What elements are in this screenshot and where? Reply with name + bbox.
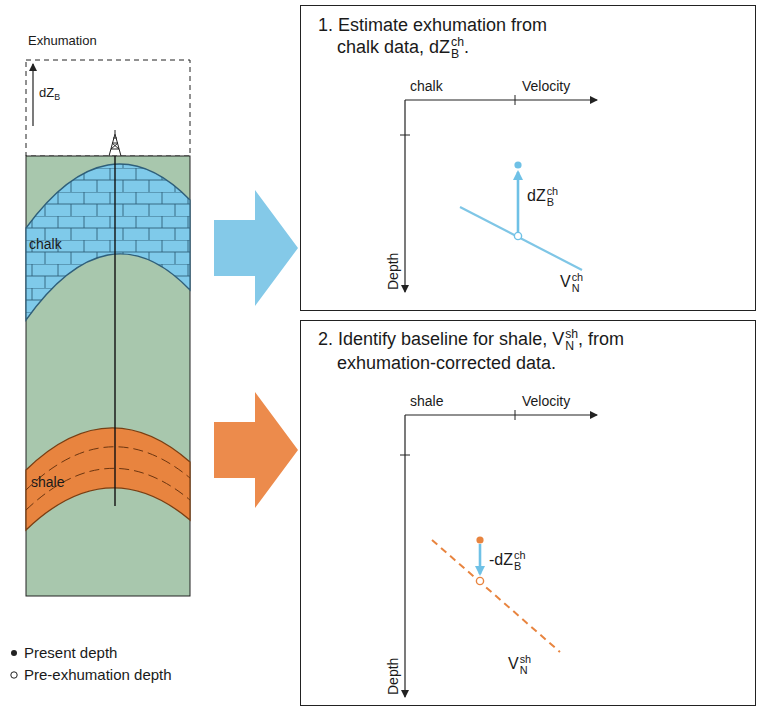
symbol-indices: chB [547,186,559,208]
label-group: Exhumation [28,34,97,49]
line-shape [115,130,116,134]
rect-shape [26,140,190,330]
plot-label: chalk [29,236,62,252]
line-shape [479,544,482,574]
label-group: dZB [39,86,60,102]
axis-label: Depth [385,253,401,290]
line-shape [460,207,582,270]
line-shape [404,100,405,292]
cross-section [26,60,190,596]
path-shape [111,143,119,149]
symbol: V [560,273,571,290]
title-text: . [464,37,469,57]
plot-label: shale [410,393,443,409]
step-panel: 2. Identify baseline for shale, VshN, fr… [300,320,756,706]
subscript: B [514,561,526,572]
symbol-indices: chB [451,36,464,60]
circle-shape [476,577,483,584]
superscript: ch [547,186,559,197]
path-shape [26,468,190,510]
plot-label: Velocity [522,78,570,94]
panel-title: 2. Identify baseline for shale, VshN, fr… [318,328,682,374]
legend-markers [11,650,17,678]
label-group: Velocity [522,393,570,409]
title-text: 1. Estimate exhumation from chalk data, … [318,15,547,57]
step-panel: 1. Estimate exhumation from chalk data, … [300,5,756,311]
symbol: V [508,655,519,672]
superscript: sh [565,328,578,340]
subscript: B [54,92,60,102]
plot-label: Velocity [522,393,570,409]
label-group: chalk [410,78,443,94]
title-text: 2. Identify baseline for shale, V [318,329,564,349]
circle-shape [514,161,521,168]
g-shape [26,447,190,510]
panel-title: 1. Estimate exhumation from chalk data, … [318,14,569,60]
flow-arrow [214,190,298,306]
path-shape [26,428,190,530]
subscript: N [565,340,578,352]
symbol: dZ [39,85,54,100]
label-group: Velocity [522,78,570,94]
plot-label: Exhumation [28,33,97,48]
superscript: ch [572,272,584,283]
label-group: -dZchB [489,550,526,572]
label-group: shale [410,393,443,409]
path-shape [111,138,119,149]
line-shape [515,410,516,420]
plot-label: chalk [410,78,443,94]
superscript: ch [514,550,526,561]
subscript: N [520,665,532,676]
label-group: Depth [385,253,401,290]
symbol-indices: chB [514,550,526,572]
axis-label: Depth [385,658,401,695]
subscript: B [547,197,559,208]
symbol-indices: shN [520,654,532,676]
line-shape [405,99,597,100]
label-group: dZchB [527,186,558,208]
line-shape [32,64,33,126]
symbol-indices: shN [565,328,578,352]
superscript: sh [520,654,532,665]
line-shape [405,414,597,415]
circle-shape [11,650,17,656]
label-group: VshN [508,654,531,676]
chalk-plot [400,95,597,292]
rect-shape [26,60,190,156]
path-shape [109,134,121,156]
label-group: chalk [29,236,62,252]
circle-shape [476,536,483,543]
g-shape [109,130,121,156]
superscript: ch [451,36,464,48]
line-shape [517,172,520,232]
legend-entry: Pre-exhumation depth [24,664,172,686]
subscript: B [451,48,464,60]
legend-entry: Present depth [24,642,172,664]
subscript: N [572,283,584,294]
symbol: dZ [527,187,546,204]
flow-arrow [214,392,298,508]
line-shape [400,455,410,456]
legend: Present depthPre-exhumation depth [24,642,172,686]
line-shape [515,95,516,105]
symbol: -dZ [489,551,513,568]
line-shape [404,415,405,697]
label-group: shale [31,474,64,490]
shale-plot [400,410,597,697]
circle-shape [514,232,521,239]
label-group: VchN [560,272,583,294]
path-shape [26,164,190,320]
circle-shape [11,672,17,678]
symbol-indices: chN [572,272,584,294]
label-group: Depth [385,658,401,695]
line-shape [400,135,410,136]
line-shape [432,540,560,652]
plot-label: shale [31,474,64,490]
line-shape [114,156,115,506]
